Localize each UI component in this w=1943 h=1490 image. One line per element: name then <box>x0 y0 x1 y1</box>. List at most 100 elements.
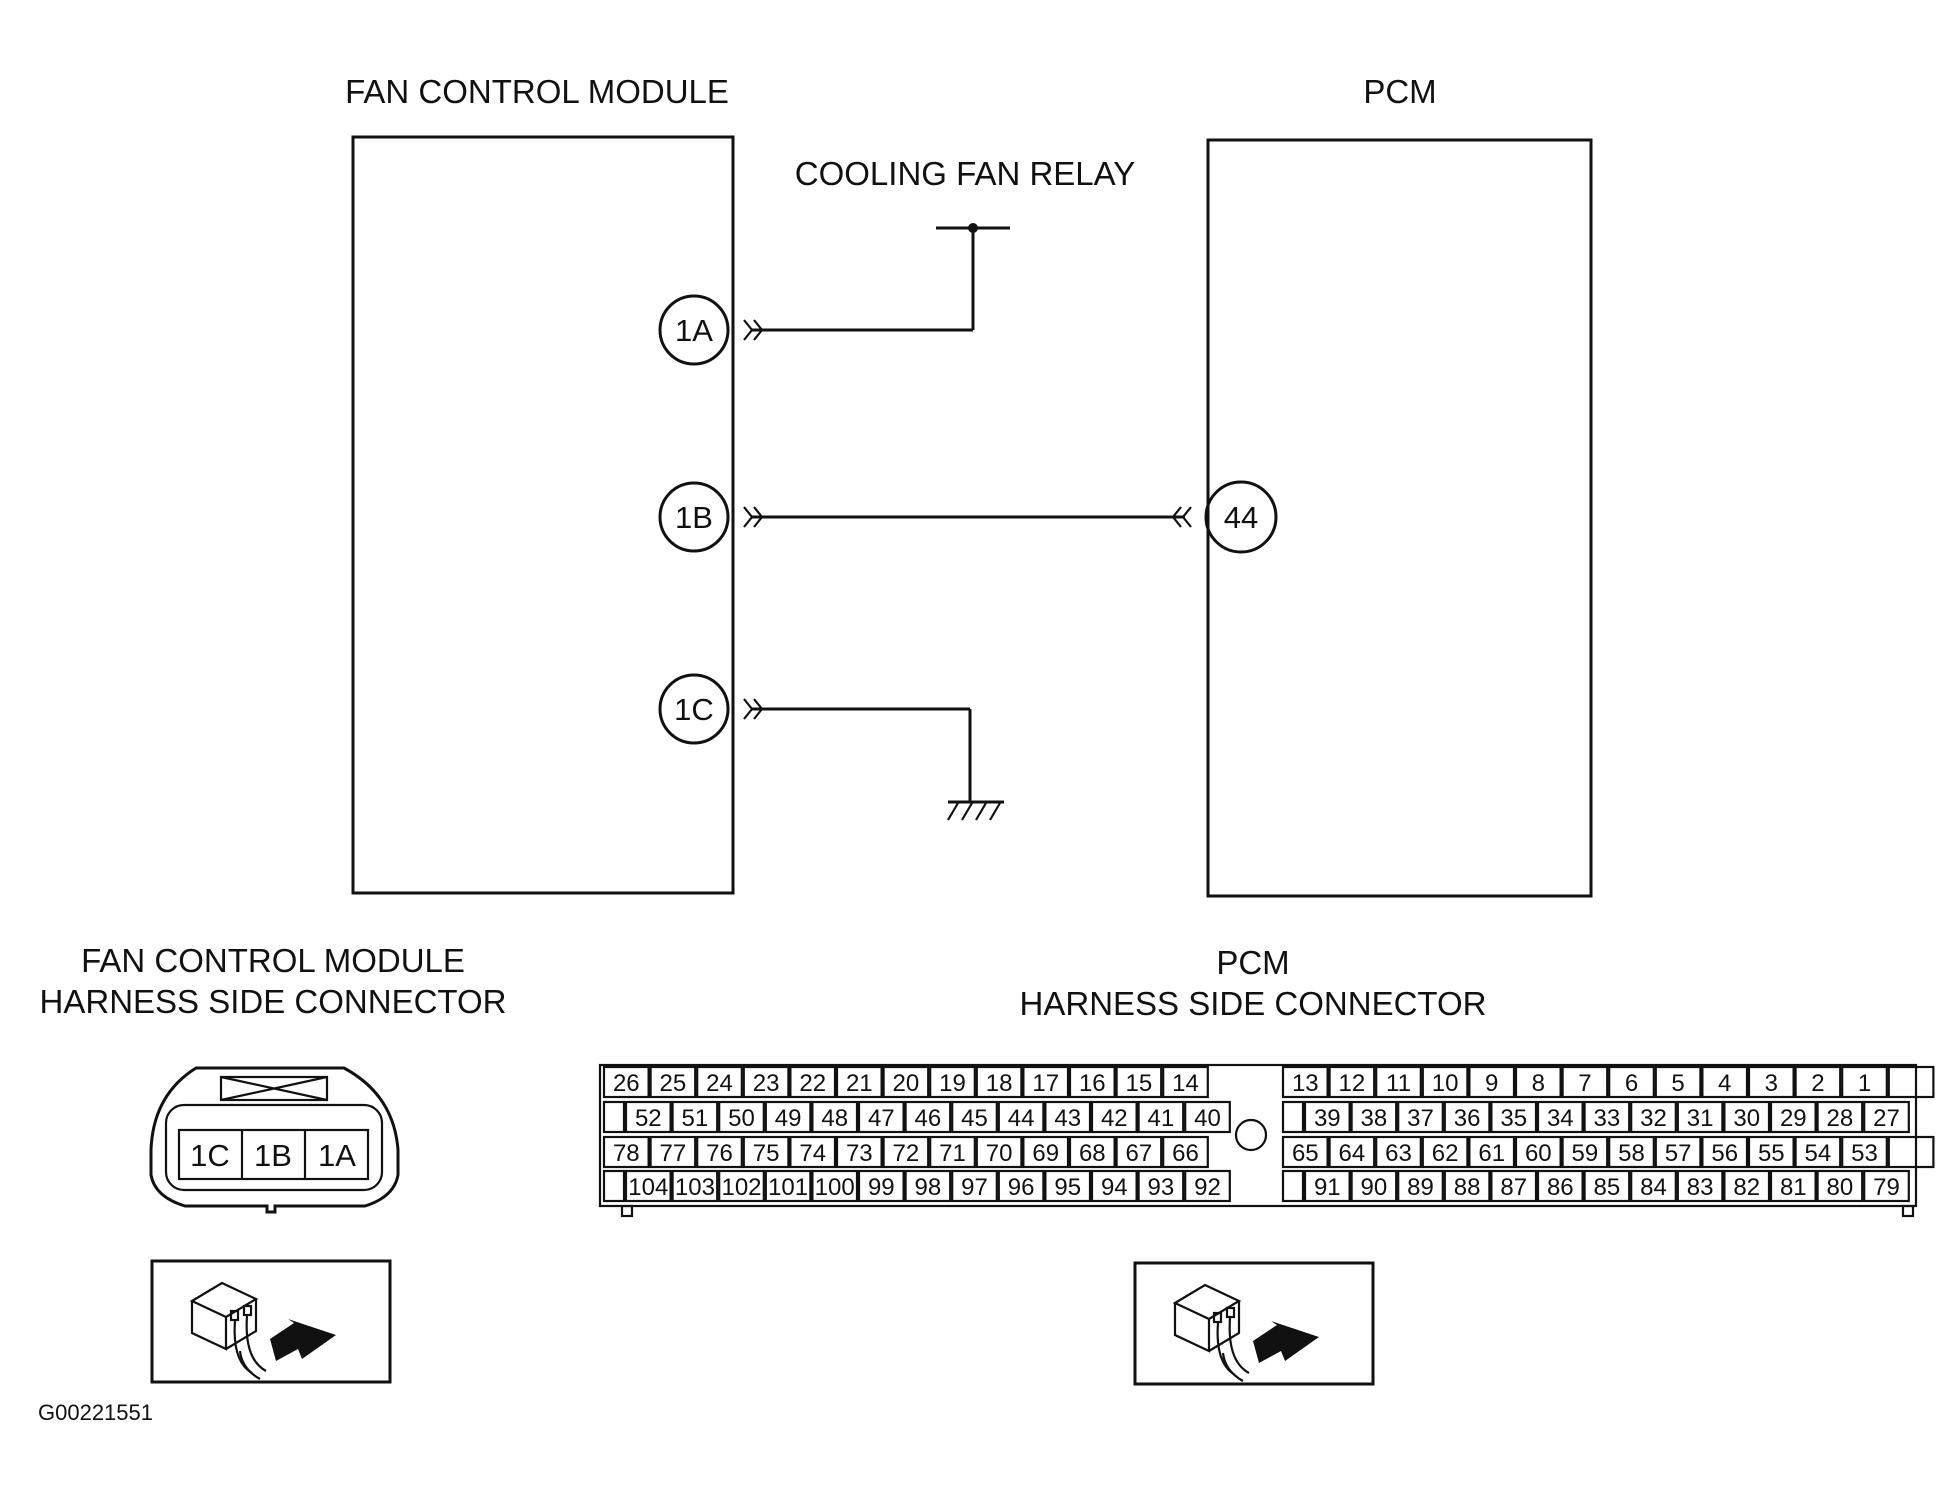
pcm-pin-cell <box>1701 1135 1749 1169</box>
pcm-pin-cell <box>1421 1065 1469 1099</box>
pcm-pin-label: 89 <box>1407 1174 1434 1201</box>
pcm-pin-cell <box>1397 1100 1444 1134</box>
pcm-pin-label: 27 <box>1873 1105 1900 1132</box>
pcm-pin-label: 19 <box>939 1070 966 1097</box>
insert-arrow-icon <box>270 1319 336 1361</box>
pcm-pin-cell <box>1841 1135 1888 1169</box>
pcm-pin-label: 56 <box>1711 1140 1738 1167</box>
pcm-pin-cell <box>649 1135 697 1169</box>
pcm-pin-label: 84 <box>1640 1174 1667 1201</box>
pcm-pin-cell <box>1723 1100 1771 1134</box>
pcm-pin-cell <box>1747 1135 1795 1169</box>
pcm-pin-label: 80 <box>1827 1174 1854 1201</box>
pcm-pin-label: 46 <box>915 1105 942 1132</box>
cooling-fan-relay-label: COOLING FAN RELAY <box>795 155 1135 192</box>
pcm-pin-label: 78 <box>613 1140 640 1167</box>
pcm-pin-label: 3 <box>1765 1070 1778 1097</box>
pcm-pin-cell <box>811 1169 859 1203</box>
pcm-pin-label: 35 <box>1500 1105 1527 1132</box>
pcm-pin-label: 85 <box>1594 1174 1621 1201</box>
pcm-pin-cell <box>1747 1065 1795 1099</box>
pcm-pin-label: 43 <box>1054 1105 1081 1132</box>
pcm-pin-label: 61 <box>1478 1140 1505 1167</box>
pcm-pin-label: 87 <box>1500 1174 1527 1201</box>
pcm-pin-cell <box>789 1065 837 1099</box>
pcm-pin-cell <box>882 1135 930 1169</box>
pcm-pin-cell <box>1115 1065 1163 1099</box>
ground-icon <box>947 800 1004 821</box>
pcm-pin-label: 62 <box>1432 1140 1459 1167</box>
pcm-pin-cell <box>1676 1169 1724 1203</box>
pcm-pin-label: 18 <box>986 1070 1013 1097</box>
connector-arrow-icon <box>743 319 764 341</box>
pcm-pin-label: 17 <box>1032 1070 1059 1097</box>
pcm-pin-label: 58 <box>1618 1140 1645 1167</box>
pcm-pin-cell <box>624 1169 672 1203</box>
pcm-pin-label: 5 <box>1671 1070 1684 1097</box>
pcm-pin-cell <box>1630 1169 1677 1203</box>
pcm-pin-cell <box>1443 1100 1491 1134</box>
pin-1a-label: 1A <box>675 313 713 348</box>
pcm-pin-cell <box>742 1135 790 1169</box>
relay-connection <box>743 223 1010 341</box>
pcm-pin-label: 20 <box>893 1070 920 1097</box>
connector-arrow-icon <box>743 506 764 528</box>
pcm-pin-label: 13 <box>1292 1070 1319 1097</box>
pcm-pin-cell <box>1162 1135 1209 1169</box>
pcm-pin-cell <box>1816 1100 1864 1134</box>
pcm-pin-cell <box>1701 1065 1749 1099</box>
pcm-pin-cell <box>1375 1135 1422 1169</box>
pcm-pin-cell <box>1769 1100 1817 1134</box>
pcm-pin-cell <box>1514 1065 1562 1099</box>
pcm-pin-cell <box>718 1100 765 1134</box>
pcm-pin-cell <box>1816 1169 1864 1203</box>
pcm-pin-cell <box>624 1100 672 1134</box>
pcm-pin-cell <box>835 1135 883 1169</box>
pcm-pin-label: 71 <box>939 1140 966 1167</box>
pcm-pin-label: 36 <box>1454 1105 1481 1132</box>
pcm-pin-cell <box>649 1065 697 1099</box>
pcm-pin-label: 88 <box>1454 1174 1481 1201</box>
pcm-pin-cell <box>1676 1100 1724 1134</box>
pin-1c: 1C <box>658 673 730 745</box>
pcm-pin-label: 34 <box>1547 1105 1574 1132</box>
pcm-pin-label: 12 <box>1339 1070 1366 1097</box>
connector-arrow-icon <box>743 698 764 720</box>
pcm-pin-cell <box>1044 1100 1092 1134</box>
pcm-pin-cell <box>764 1100 812 1134</box>
pcm-pin-label: 74 <box>799 1140 826 1167</box>
pcm-pin-cell <box>1794 1135 1842 1169</box>
pcm-pin-label: 60 <box>1525 1140 1552 1167</box>
pcm-pin-cell <box>671 1169 719 1203</box>
pcm-pin-label: 49 <box>775 1105 802 1132</box>
pcm-pin-cell <box>1350 1100 1398 1134</box>
pcm-pin-cell <box>1443 1169 1491 1203</box>
pin-44-label: 44 <box>1224 500 1258 535</box>
pcm-pin-cell <box>1022 1065 1070 1099</box>
fan-connector-title-line2: HARNESS SIDE CONNECTOR <box>40 983 507 1020</box>
pcm-pin-cell <box>1162 1065 1209 1099</box>
pcm-pin-label: 63 <box>1385 1140 1412 1167</box>
fan-connector-cell-1b: 1B <box>254 1138 292 1173</box>
pcm-pin-label: 51 <box>682 1105 709 1132</box>
pcm-pin-label: 10 <box>1432 1070 1459 1097</box>
pcm-pin-cell <box>1841 1065 1888 1099</box>
pcm-pin-label: 52 <box>635 1105 662 1132</box>
pcm-pin-label: 25 <box>660 1070 687 1097</box>
pcm-pin-cell <box>1281 1169 1305 1203</box>
pcm-pin-cell <box>742 1065 790 1099</box>
pcm-pin-cell <box>1184 1169 1231 1203</box>
pcm-pin-cell <box>1561 1135 1609 1169</box>
connector-view-icon-pcm <box>1133 1261 1375 1386</box>
pcm-pin-cell <box>857 1100 905 1134</box>
ground-connection <box>743 698 1004 821</box>
pcm-pin-label: 28 <box>1827 1105 1854 1132</box>
pcm-pin-cell <box>904 1169 952 1203</box>
pcm-pin-cell <box>904 1100 952 1134</box>
pcm-pin-cell <box>1328 1135 1376 1169</box>
pin-1b: 1B <box>658 481 730 553</box>
pcm-pin-cell <box>671 1100 719 1134</box>
pcm-pin-cell <box>764 1169 812 1203</box>
pcm-pin-cell <box>602 1100 626 1134</box>
